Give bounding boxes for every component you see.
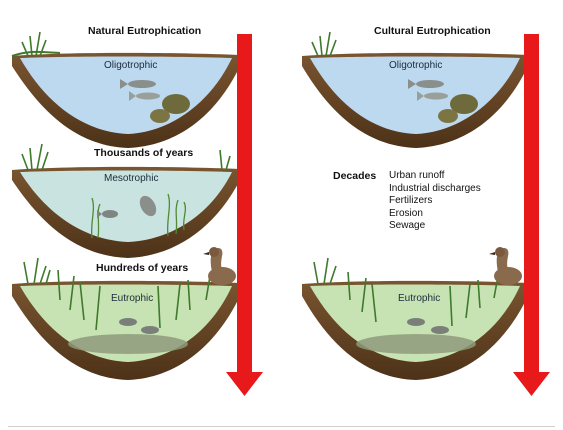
fish-icon — [119, 318, 159, 334]
cause-list: Urban runoff Industrial discharges Ferti… — [389, 170, 481, 233]
lake-natural-mesotrophic — [12, 143, 240, 258]
time-arrow-cultural — [513, 34, 550, 396]
stage-label-oligotrophic: Oligotrophic — [104, 60, 158, 71]
fish-icon — [408, 79, 448, 101]
stage-label-eutrophic-cultural: Eutrophic — [398, 293, 441, 304]
stage-label-oligotrophic-cultural: Oligotrophic — [389, 60, 443, 71]
grass-icon — [313, 257, 499, 327]
fish-icon — [120, 79, 160, 101]
cause-item: Erosion — [389, 207, 423, 219]
grass-icon — [21, 143, 231, 171]
grass-icon — [21, 31, 47, 57]
time-label-hundreds: Hundreds of years — [96, 262, 189, 274]
cause-item: Industrial discharges — [389, 182, 481, 194]
time-label-decades: Decades — [333, 170, 377, 182]
lake-cultural-oligotrophic — [302, 31, 528, 149]
stage-label-eutrophic: Eutrophic — [111, 293, 154, 304]
rocks-icon — [150, 94, 190, 123]
fish-icon — [97, 195, 157, 218]
stage-label-mesotrophic: Mesotrophic — [104, 173, 159, 184]
duck-icon — [489, 247, 522, 285]
divider — [8, 426, 555, 427]
time-arrow-natural — [226, 34, 263, 396]
grass-icon — [311, 31, 337, 57]
time-label-thousands: Thousands of years — [94, 147, 194, 159]
waterweed-icon — [90, 193, 187, 239]
cultural-title: Cultural Eutrophication — [374, 25, 491, 37]
sediment-icon — [68, 334, 188, 354]
lake-natural-eutrophic — [12, 247, 240, 380]
grass-icon — [23, 257, 211, 331]
lake-natural-oligotrophic — [11, 31, 240, 149]
cause-item: Urban runoff — [389, 170, 445, 181]
duck-icon — [203, 247, 236, 285]
natural-title: Natural Eutrophication — [88, 25, 202, 37]
fish-icon — [407, 318, 449, 334]
cause-item: Fertilizers — [389, 195, 433, 206]
cause-item: Sewage — [389, 220, 426, 231]
sediment-icon — [356, 334, 476, 354]
lake-cultural-eutrophic — [302, 247, 528, 380]
rocks-icon — [438, 94, 478, 123]
